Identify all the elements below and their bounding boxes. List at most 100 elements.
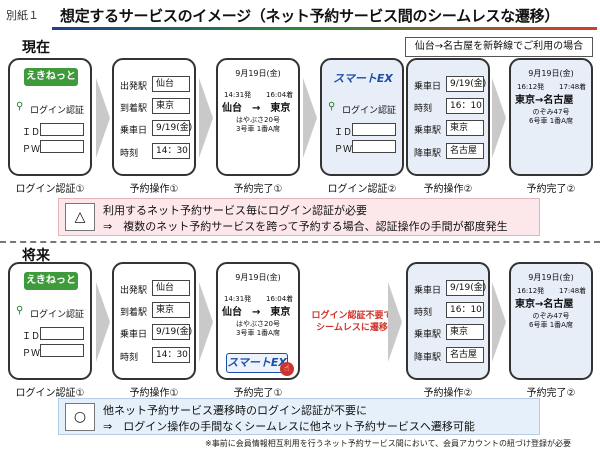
ticket-seat: 3号車 1番A席 xyxy=(236,125,280,133)
time-label: 時刻 xyxy=(414,308,433,318)
pw-field[interactable] xyxy=(352,140,396,153)
ticket-train: のぞみ47号 xyxy=(532,312,570,320)
time-field[interactable]: 14：30 xyxy=(152,347,190,363)
phone-done-1: 9月19日(金) 14:31発 16:04着 仙台 → 東京 はやぶさ20号 3… xyxy=(216,58,300,176)
arr-label: 到着駅 xyxy=(120,104,148,114)
section-future-label: 将来 xyxy=(22,248,50,264)
issue-banner: △ 利用するネット予約サービス毎にログイン認証が必要 ⇒ 複数のネット予約サービ… xyxy=(58,198,540,236)
alight-label: 降車駅 xyxy=(414,149,442,159)
flow-arrow xyxy=(96,78,110,158)
ekinet-logo: えきねっと xyxy=(24,272,78,290)
ticket-route: 仙台 → 東京 xyxy=(222,307,291,318)
alight-field[interactable]: 名古屋 xyxy=(446,347,484,363)
title-underline xyxy=(52,27,597,30)
board-label: 乗車駅 xyxy=(414,330,442,340)
usage-note: 仙台→名古屋を新幹線でご利用の場合 xyxy=(405,37,593,57)
dep-field[interactable]: 仙台 xyxy=(152,76,190,92)
date-label: 乗車日 xyxy=(414,286,442,296)
id-field[interactable] xyxy=(40,327,84,340)
ticket-seat: 6号車 1番A席 xyxy=(529,321,573,329)
key-icon: ⚲ xyxy=(16,101,24,112)
arr-label: 到着駅 xyxy=(120,308,148,318)
date-label: 乗車日 xyxy=(120,330,148,340)
board-field[interactable]: 東京 xyxy=(446,324,484,340)
ticket-arr-time: 16:04着 xyxy=(266,295,294,303)
date-field[interactable]: 9/19(金) xyxy=(152,120,192,136)
page-title: 想定するサービスのイメージ（ネット予約サービス間のシームレスな遷移） xyxy=(60,7,560,25)
id-label: ＩＤ xyxy=(22,128,41,138)
date-label: 乗車日 xyxy=(414,82,442,92)
phone-op-2: 乗車日 9/19(金) 時刻 16：10 乗車駅 東京 降車駅 名古屋 xyxy=(406,58,490,176)
pw-label: ＰＷ xyxy=(22,349,41,359)
transition-line-1: ログイン認証不要で xyxy=(311,311,393,321)
caption-login-1: ログイン認証① xyxy=(15,184,85,195)
smart-ex-link-button[interactable]: スマートEX xyxy=(226,353,288,373)
flow-arrow xyxy=(199,78,213,158)
board-label: 乗車駅 xyxy=(414,126,442,136)
ticket-route: 仙台 → 東京 xyxy=(222,103,291,114)
ticket-dep-time: 14:31発 xyxy=(224,295,252,303)
caption-done-1: 予約完了① xyxy=(233,184,283,195)
ticket-dep-time: 16:12発 xyxy=(517,83,545,91)
flow-arrow xyxy=(492,78,506,158)
arr-field[interactable]: 東京 xyxy=(152,98,190,114)
ticket-dep-time: 16:12発 xyxy=(517,287,545,295)
arr-field[interactable]: 東京 xyxy=(152,302,190,318)
attachment-label: 別紙１ xyxy=(6,9,39,22)
caption-done-2: 予約完了② xyxy=(526,388,576,399)
key-icon: ⚲ xyxy=(16,305,24,316)
ticket-arr-time: 17:48着 xyxy=(559,287,587,295)
date-field[interactable]: 9/19(金) xyxy=(446,76,486,92)
flow-arrow xyxy=(492,282,506,362)
alight-label: 降車駅 xyxy=(414,353,442,363)
tap-finger-icon: ☝ xyxy=(280,362,294,376)
ticket-seat: 6号車 1番A席 xyxy=(529,117,573,125)
dep-label: 出発駅 xyxy=(120,82,148,92)
id-field[interactable] xyxy=(352,123,396,136)
ticket-train: のぞみ47号 xyxy=(532,108,570,116)
pw-field[interactable] xyxy=(40,344,84,357)
id-label: ＩＤ xyxy=(334,128,353,138)
issue-line-1: 利用するネット予約サービス毎にログイン認証が必要 xyxy=(103,204,367,217)
phone-login-1: えきねっと ⚲ ログイン認証 ＩＤ ＰＷ xyxy=(8,58,92,176)
ticket-seat: 3号車 1番A席 xyxy=(236,329,280,337)
section-divider xyxy=(0,241,600,243)
caption-login-1: ログイン認証① xyxy=(15,388,85,399)
time-field[interactable]: 16：10 xyxy=(446,98,484,114)
ticket-arr-time: 16:04着 xyxy=(266,91,294,99)
pw-field[interactable] xyxy=(40,140,84,153)
issue-line-2: ⇒ 複数のネット予約サービスを跨って予約する場合、認証操作の手間が都度発生 xyxy=(103,220,508,233)
time-field[interactable]: 16：10 xyxy=(446,302,484,318)
phone-login-2: スマートEX ⚲ ログイン認証 ＩＤ ＰＷ xyxy=(320,58,404,176)
caption-done-2: 予約完了② xyxy=(526,184,576,195)
key-icon: ⚲ xyxy=(328,101,336,112)
caption-op-2: 予約操作② xyxy=(423,388,473,399)
ticket-route: 東京→名古屋 xyxy=(515,95,574,106)
flow-arrow xyxy=(96,282,110,362)
caption-op-1: 予約操作① xyxy=(129,388,179,399)
flow-arrow xyxy=(388,282,402,362)
pw-label: ＰＷ xyxy=(334,145,353,155)
ticket-date: 9月19日(金) xyxy=(528,273,574,282)
caption-done-1: 予約完了① xyxy=(233,388,283,399)
caption-op-2: 予約操作② xyxy=(423,184,473,195)
board-field[interactable]: 東京 xyxy=(446,120,484,136)
alight-field[interactable]: 名古屋 xyxy=(446,143,484,159)
time-field[interactable]: 14：30 xyxy=(152,143,190,159)
caption-op-1: 予約操作① xyxy=(129,184,179,195)
phone-op-1: 出発駅 仙台 到着駅 東京 乗車日 9/19(金) 時刻 14：30 xyxy=(112,58,196,176)
time-label: 時刻 xyxy=(120,353,139,363)
ticket-date: 9月19日(金) xyxy=(235,273,281,282)
dep-field[interactable]: 仙台 xyxy=(152,280,190,296)
phone-done-2: 9月19日(金) 16:12発 17:48着 東京→名古屋 のぞみ47号 6号車… xyxy=(509,58,593,176)
id-field[interactable] xyxy=(40,123,84,136)
benefit-line-1: 他ネット予約サービス遷移時のログイン認証が不要に xyxy=(103,404,367,417)
footnote: ※事前に会員情報相互利用を行うネット予約サービス間において、会員アカウントの紐づ… xyxy=(205,439,572,448)
dep-label: 出発駅 xyxy=(120,286,148,296)
ticket-dep-time: 14:31発 xyxy=(224,91,252,99)
benefit-banner: ○ 他ネット予約サービス遷移時のログイン認証が不要に ⇒ ログイン操作の手間なく… xyxy=(58,398,540,435)
date-field[interactable]: 9/19(金) xyxy=(152,324,192,340)
id-label: ＩＤ xyxy=(22,332,41,342)
date-field[interactable]: 9/19(金) xyxy=(446,280,486,296)
time-label: 時刻 xyxy=(120,149,139,159)
